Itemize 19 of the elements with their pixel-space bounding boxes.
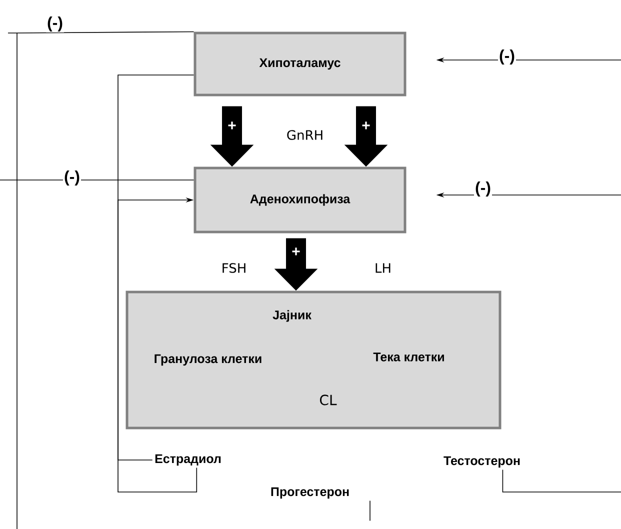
gland-box: Хипоталамус (194, 32, 406, 96)
hormone-name: FSH (222, 263, 246, 273)
connector-line (8, 31, 194, 529)
plus-sign: + (292, 248, 300, 256)
edge-label: (-) (63, 170, 81, 186)
hormone-name: LH (376, 263, 390, 273)
edge-label: (-) (498, 48, 516, 66)
edge-label: (-) (474, 180, 492, 198)
hormone-label: Естрадиол (155, 454, 221, 466)
connector-line (118, 74, 198, 492)
hormone-name: GnRH (287, 130, 322, 140)
hormone-label: Прогестерон (271, 487, 349, 499)
hormone-label: Тестостерон (444, 456, 520, 468)
edge-label: (-) (46, 16, 64, 32)
connector-line (502, 469, 621, 492)
plus-sign: + (228, 122, 236, 130)
ovary-box: Јајник Гранулоза клетки Тека клетки CL (126, 290, 502, 430)
gland-box: Аденохипофиза (194, 166, 406, 234)
plus-sign: + (362, 122, 370, 130)
